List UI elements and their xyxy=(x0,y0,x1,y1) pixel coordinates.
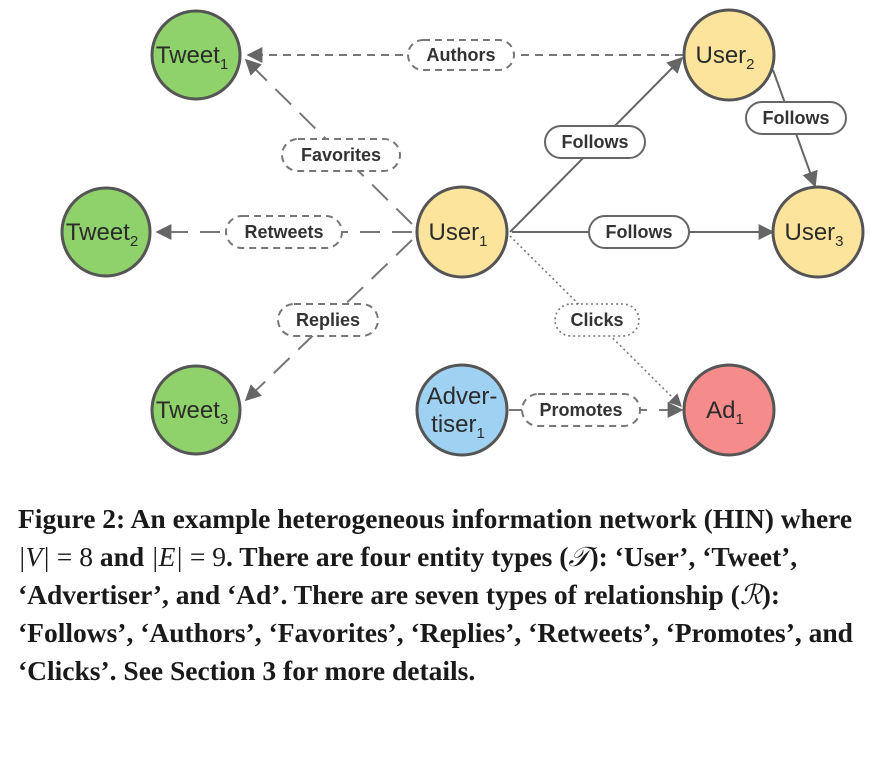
svg-text:Favorites: Favorites xyxy=(301,145,381,165)
edge-label-follows-u1-u2: Follows xyxy=(544,125,646,159)
svg-text:Retweets: Retweets xyxy=(244,222,323,242)
svg-text:Follows: Follows xyxy=(562,132,629,152)
svg-text:Clicks: Clicks xyxy=(570,310,623,330)
svg-text:Ad1: Ad1 xyxy=(706,397,744,428)
edge-label-replies: Replies xyxy=(277,303,379,337)
svg-text:tiser1: tiser1 xyxy=(431,411,485,442)
svg-text:Tweet2: Tweet2 xyxy=(66,219,138,250)
node-user2: User2 xyxy=(682,8,776,102)
node-ad1: Ad1 xyxy=(682,363,776,457)
svg-text:User2: User2 xyxy=(695,42,754,73)
edge-label-follows-u1-u3: Follows xyxy=(588,215,690,249)
edge-label-authors: Authors xyxy=(407,39,515,71)
svg-text:Tweet1: Tweet1 xyxy=(156,42,228,73)
svg-text:Replies: Replies xyxy=(296,310,360,330)
svg-text:Tweet3: Tweet3 xyxy=(156,397,228,428)
node-advertiser1: Adver- tiser1 xyxy=(415,363,509,457)
figure-caption: Figure 2: An example heterogeneous infor… xyxy=(18,503,860,686)
svg-text:Follows: Follows xyxy=(763,108,830,128)
edge-label-clicks: Clicks xyxy=(554,303,640,337)
node-user1: User1 xyxy=(415,185,509,279)
node-tweet2: Tweet2 xyxy=(60,186,152,278)
edge-label-promotes: Promotes xyxy=(521,393,641,427)
node-tweet3: Tweet3 xyxy=(150,364,242,456)
edge-label-favorites: Favorites xyxy=(281,138,401,172)
edge-label-retweets: Retweets xyxy=(225,215,343,249)
edge-label-follows-u2-u3: Follows xyxy=(745,101,847,135)
hin-diagram: Authors Favorites Retweets Replies Follo… xyxy=(60,8,865,457)
svg-text:User1: User1 xyxy=(428,219,487,250)
node-tweet1: Tweet1 xyxy=(150,9,242,101)
svg-text:Authors: Authors xyxy=(427,45,496,65)
svg-text:Follows: Follows xyxy=(606,222,673,242)
svg-text:User3: User3 xyxy=(784,219,843,250)
svg-text:Promotes: Promotes xyxy=(539,400,622,420)
node-user3: User3 xyxy=(771,185,865,279)
svg-text:Adver-: Adver- xyxy=(427,383,498,410)
